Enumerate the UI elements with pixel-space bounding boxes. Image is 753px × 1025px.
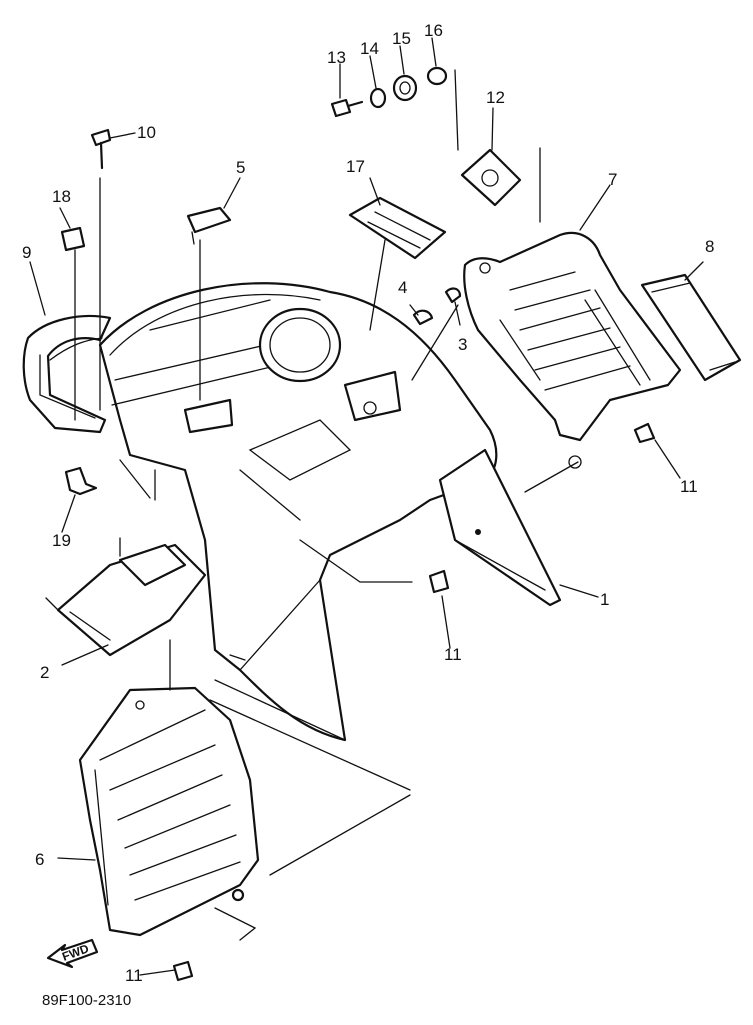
- part-13-screw: [330, 98, 364, 118]
- callout-18: 18: [52, 187, 71, 206]
- callout-11-center: 11: [444, 645, 462, 664]
- callout-15: 15: [392, 29, 411, 48]
- part-18-plug: [60, 226, 86, 252]
- callout-6: 6: [35, 850, 44, 869]
- part-7-right-panel: [463, 231, 682, 469]
- part-19-clip: [64, 466, 98, 496]
- callout-3: 3: [458, 335, 467, 354]
- part-10-bolt: [90, 128, 112, 170]
- part-15-grommet: [392, 74, 418, 102]
- callout-labels: 1 2 3 4 5 6 7 8 9 10 11 11 11 11 12 13 1…: [22, 21, 714, 985]
- assembly-lines: [45, 69, 579, 941]
- callout-1: 1: [600, 590, 609, 609]
- callout-16: 16: [424, 21, 443, 40]
- part-9-left-panel: [22, 314, 112, 434]
- part-17-label-plate: [348, 196, 447, 260]
- callout-9: 9: [22, 243, 31, 262]
- callout-4: 4: [398, 278, 407, 297]
- part-3-seal: [444, 287, 462, 304]
- callout-11-right: 11: [680, 477, 698, 496]
- callout-13: 13: [327, 48, 346, 67]
- callout-5: 5: [236, 158, 245, 177]
- leader-lines: [29, 37, 704, 976]
- callout-10: 10: [137, 123, 156, 142]
- callout-2: 2: [40, 663, 49, 682]
- part-12-bracket: [460, 148, 522, 207]
- part-1-main-cover: [98, 282, 562, 742]
- callout-14: 14: [360, 39, 379, 58]
- part-5-clip: [186, 206, 232, 245]
- part-2-tray: [56, 543, 207, 657]
- part-14-washer: [369, 87, 387, 109]
- part-16-collar: [426, 66, 448, 86]
- callout-17: 17: [346, 157, 365, 176]
- callout-19: 19: [52, 531, 71, 550]
- callout-7: 7: [608, 170, 617, 189]
- fwd-arrow-icon: FWD: [46, 938, 99, 969]
- part-6-lower-panel: [78, 686, 260, 937]
- callout-12: 12: [486, 88, 505, 107]
- part-11-screws: [172, 422, 656, 982]
- part-8-strip: [640, 273, 742, 382]
- figure-code: 89F100-2310: [42, 992, 131, 1009]
- callout-8: 8: [705, 237, 714, 256]
- callout-11-bottom: 11: [125, 966, 143, 985]
